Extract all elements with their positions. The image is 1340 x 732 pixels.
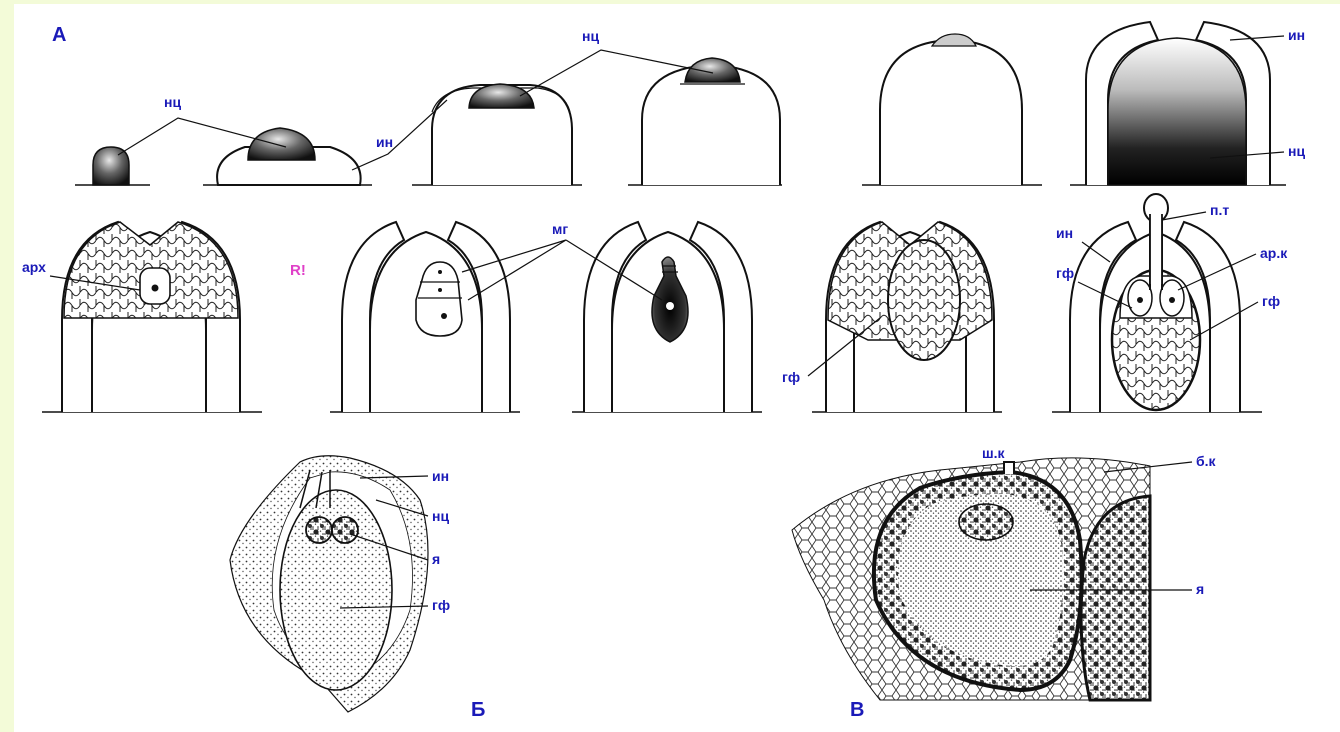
label-integument-1: ин — [376, 134, 393, 150]
annotation-r: R! — [290, 262, 306, 279]
panel-label-v: В — [850, 699, 864, 721]
panel-label-a: А — [52, 24, 66, 46]
label-pollen-tube: п.т — [1210, 202, 1229, 218]
panel-b-ovule-section — [230, 456, 428, 712]
label-nucellus-2: нц — [582, 28, 599, 44]
stage-10-gametophyte-forming — [812, 222, 1002, 412]
stage-1-nucellus-primordium — [75, 147, 150, 185]
label-nucellus-b: нц — [432, 508, 449, 524]
label-nucellus-6: нц — [1288, 143, 1305, 159]
label-gametophyte-2: гф — [1056, 265, 1074, 281]
stage-9-functional-megaspore — [572, 222, 762, 412]
stage-8-megaspore-mother-cell — [330, 222, 520, 412]
stage-2-integument-initiation — [203, 128, 372, 185]
stage-3-integument-growth — [412, 84, 582, 185]
label-integument-b: ин — [432, 468, 449, 484]
panel-label-b: Б — [471, 699, 485, 721]
leader-pollen-tube — [1162, 212, 1206, 220]
stage-6-mature-ovule-nucellus — [1070, 22, 1286, 185]
label-gametophyte-b: гф — [432, 597, 450, 613]
label-gametophyte-1: гф — [782, 369, 800, 385]
label-nucellus-1: нц — [164, 94, 181, 110]
label-gametophyte-3: гф — [1262, 293, 1280, 309]
label-megaspore: мг — [552, 221, 568, 237]
stage-7-archesporium — [42, 222, 262, 412]
label-archesporium: арх — [22, 259, 46, 275]
label-egg-b: я — [432, 551, 440, 567]
label-jacket-cells: б.к — [1196, 453, 1217, 469]
panel-v-archegonium-section — [792, 458, 1150, 700]
label-integument-11: ин — [1056, 225, 1073, 241]
label-egg-v: я — [1196, 581, 1204, 597]
stage-5-closed-integument — [862, 34, 1042, 185]
label-integument-6: ин — [1288, 27, 1305, 43]
stage-11-mature-archegonia — [1052, 194, 1262, 412]
stage-4-integument-enclosing — [628, 58, 782, 185]
label-neck-cells: ш.к — [982, 445, 1006, 461]
label-archegonium: ар.к — [1260, 245, 1288, 261]
